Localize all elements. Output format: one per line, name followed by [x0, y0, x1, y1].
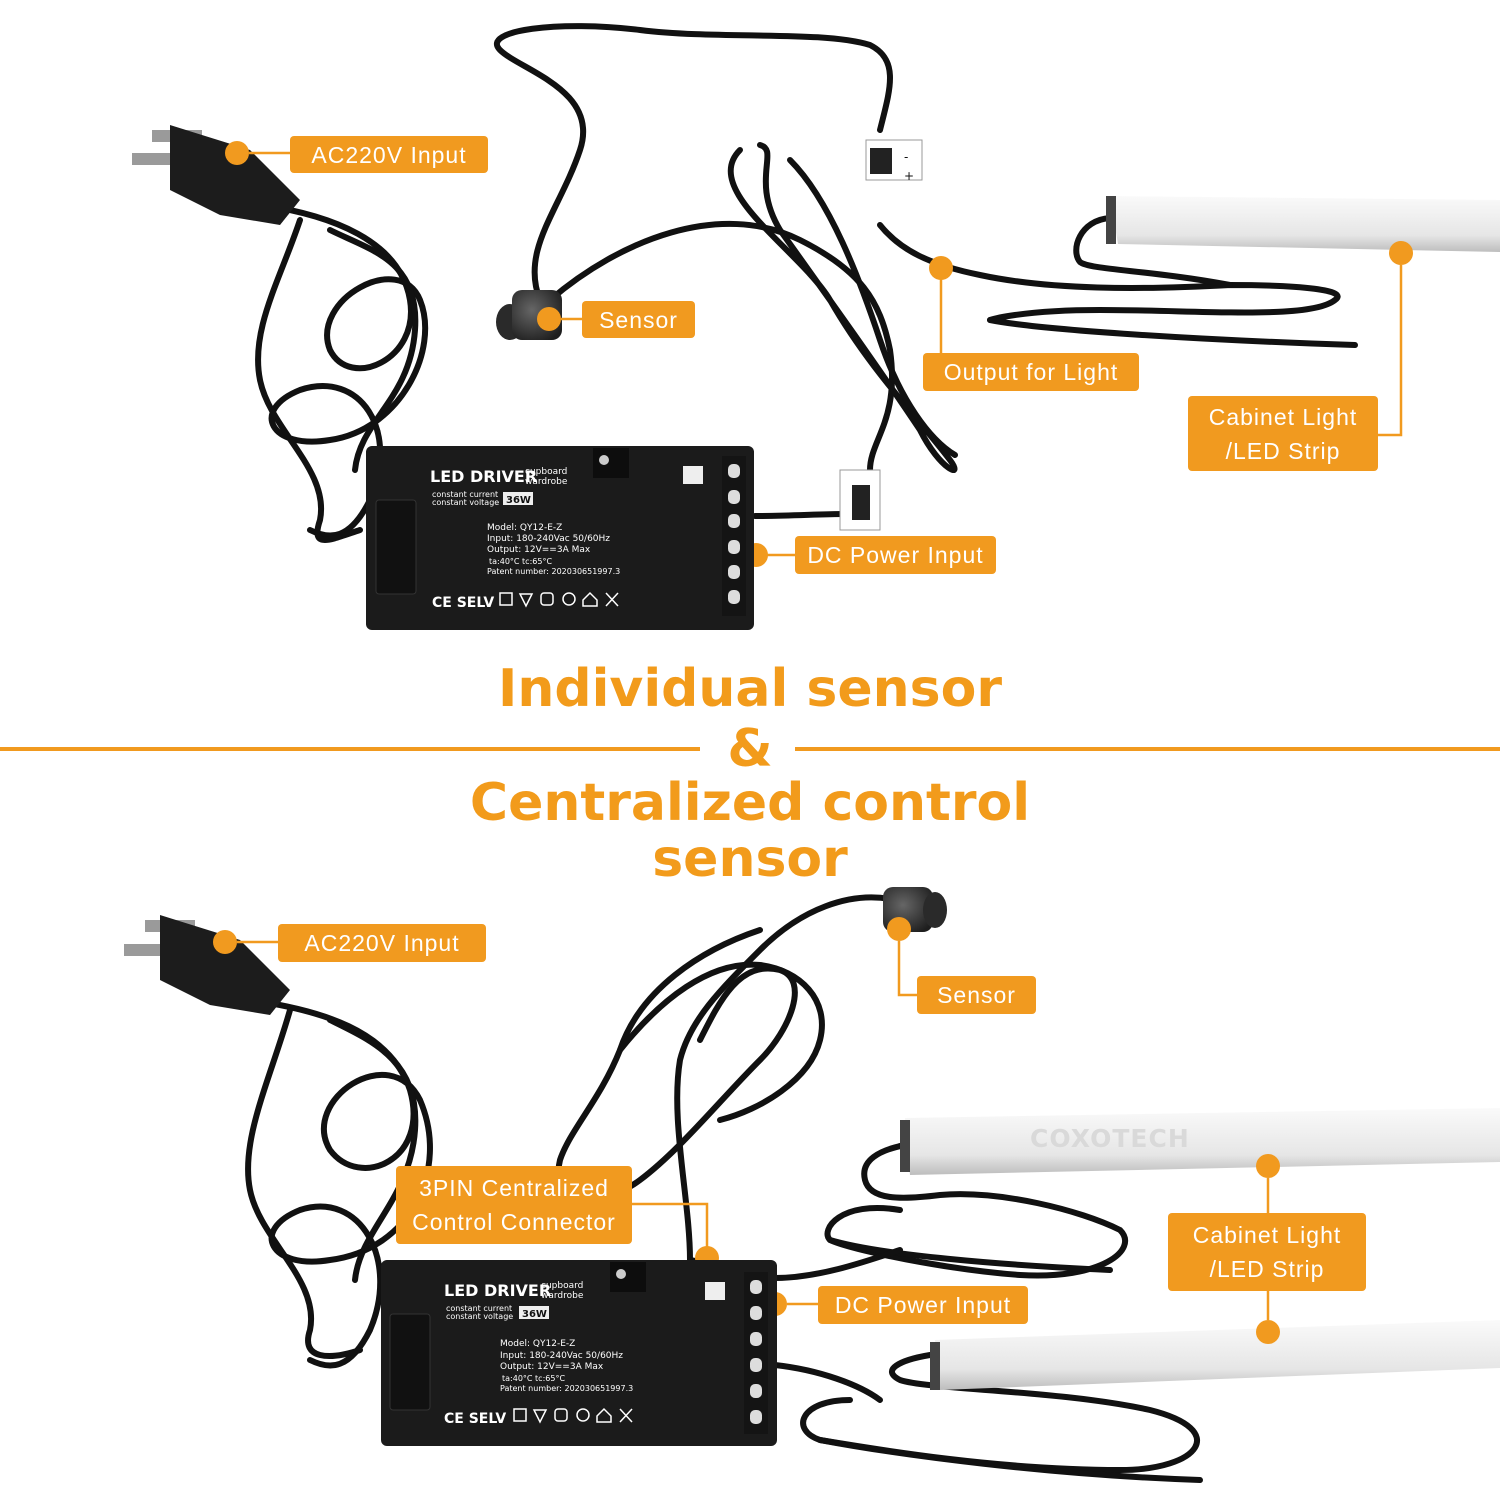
ac-input-dot-top	[225, 141, 249, 165]
output-dot-top	[929, 256, 953, 280]
strip-dot-bottom-2	[1256, 1320, 1280, 1344]
strip-dot-bottom-1	[1256, 1154, 1280, 1178]
label-connector-bottom: 3PIN Centralized Control Connector	[396, 1166, 632, 1244]
ac-input-dot-bottom	[213, 930, 237, 954]
cert-icons-bottom	[513, 1407, 633, 1424]
ac-plug-top	[132, 125, 300, 225]
led-driver-top: LED DRIVER cupboard wardrobe constant cu…	[366, 446, 754, 630]
heading-line-1: Individual sensor	[498, 659, 1002, 719]
cert-icons-top	[499, 591, 619, 608]
driver-watt-bottom: 36W	[522, 1309, 547, 1320]
label-ac-input-bottom-text: AC220V Input	[304, 930, 460, 956]
heading-ampersand: &	[727, 719, 773, 779]
driver-marks-top: CE SELV	[432, 595, 494, 611]
label-cabinet-light-top-line2: /LED Strip	[1225, 437, 1341, 464]
label-sensor-top-text: Sensor	[599, 306, 678, 333]
driver-title-top: LED DRIVER	[430, 467, 537, 486]
svg-text:+: +	[904, 169, 914, 183]
connector-tab-top: - +	[865, 139, 923, 183]
driver-patent-top: Patent number: 202030651997.3	[487, 567, 620, 576]
driver-model-top: Model: QY12-E-Z	[487, 523, 562, 533]
label-sensor-bottom-text: Sensor	[937, 982, 1016, 1008]
leader-lines-bottom	[237, 940, 1270, 1320]
label-dc-input-bottom: DC Power Input	[818, 1286, 1028, 1324]
led-strip-bottom-1	[900, 1108, 1500, 1178]
label-sensor-top: Sensor	[582, 301, 695, 338]
label-dc-input-top: DC Power Input	[795, 536, 996, 574]
driver-temp-bottom: ta:40°C tc:65°C	[502, 1374, 565, 1383]
label-cabinet-light-top-line1: Cabinet Light	[1208, 403, 1358, 430]
sensor-bottom	[883, 887, 947, 941]
sensor-top	[496, 290, 562, 340]
sensor-dot-top	[537, 307, 561, 331]
driver-title-bottom: LED DRIVER	[444, 1281, 551, 1300]
driver-marks-bottom: CE SELV	[444, 1411, 506, 1427]
driver-watt-top: 36W	[506, 495, 531, 506]
driver-cc-top: constant current	[432, 490, 498, 499]
driver-patent-bottom: Patent number: 202030651997.3	[500, 1384, 633, 1393]
driver-sub1-top: cupboard	[525, 467, 567, 477]
label-sensor-bottom: Sensor	[917, 976, 1036, 1014]
led-strip-bottom-2	[930, 1320, 1500, 1390]
svg-text:-: -	[904, 150, 908, 164]
driver-output-bottom: Output: 12V==3A Max	[500, 1362, 604, 1372]
top-cables	[255, 23, 1358, 543]
driver-model-bottom: Model: QY12-E-Z	[500, 1339, 575, 1349]
driver-input-top: Input: 180-240Vac 50/60Hz	[487, 534, 610, 544]
heading-line-3: sensor	[652, 829, 848, 889]
label-output-light-top-text: Output for Light	[943, 359, 1119, 385]
label-ac-input-top: AC220V Input	[290, 136, 488, 173]
label-connector-bottom-line2: Control Connector	[412, 1209, 616, 1235]
bottom-cables	[245, 894, 1203, 1483]
ac-plug-bottom	[124, 915, 290, 1015]
driver-cv-bottom: constant voltage	[446, 1312, 513, 1321]
driver-cc-bottom: constant current	[446, 1304, 512, 1313]
driver-input-bottom: Input: 180-240Vac 50/60Hz	[500, 1351, 623, 1361]
label-connector-bottom-line1: 3PIN Centralized	[419, 1175, 609, 1201]
driver-output-top: Output: 12V==3A Max	[487, 545, 591, 555]
connector-tab-dc-top	[839, 469, 881, 531]
label-ac-input-top-text: AC220V Input	[311, 141, 467, 168]
heading-line-2: Centralized control	[469, 773, 1031, 833]
label-cabinet-light-bottom-line1: Cabinet Light	[1192, 1222, 1342, 1248]
label-dc-input-top-text: DC Power Input	[807, 542, 984, 568]
driver-sub2-top: wardrobe	[525, 477, 568, 487]
brand-watermark: COXOTECH	[1030, 1124, 1190, 1153]
label-output-light-top: Output for Light	[923, 353, 1139, 391]
label-cabinet-light-bottom: Cabinet Light /LED Strip	[1168, 1213, 1366, 1291]
driver-temp-top: ta:40°C tc:65°C	[489, 557, 552, 566]
driver-sub2-bottom: wardrobe	[541, 1291, 584, 1301]
label-dc-input-bottom-text: DC Power Input	[834, 1292, 1012, 1318]
driver-cv-top: constant voltage	[432, 498, 499, 507]
label-cabinet-light-bottom-line2: /LED Strip	[1209, 1256, 1325, 1282]
sensor-dot-bottom	[887, 917, 911, 941]
label-ac-input-bottom: AC220V Input	[278, 924, 486, 962]
strip-dot-top	[1389, 241, 1413, 265]
label-cabinet-light-top: Cabinet Light /LED Strip	[1188, 396, 1378, 471]
driver-sub1-bottom: cupboard	[541, 1281, 583, 1291]
led-strip-top	[1106, 196, 1500, 265]
led-driver-bottom: LED DRIVER cupboard wardrobe constant cu…	[381, 1260, 777, 1446]
